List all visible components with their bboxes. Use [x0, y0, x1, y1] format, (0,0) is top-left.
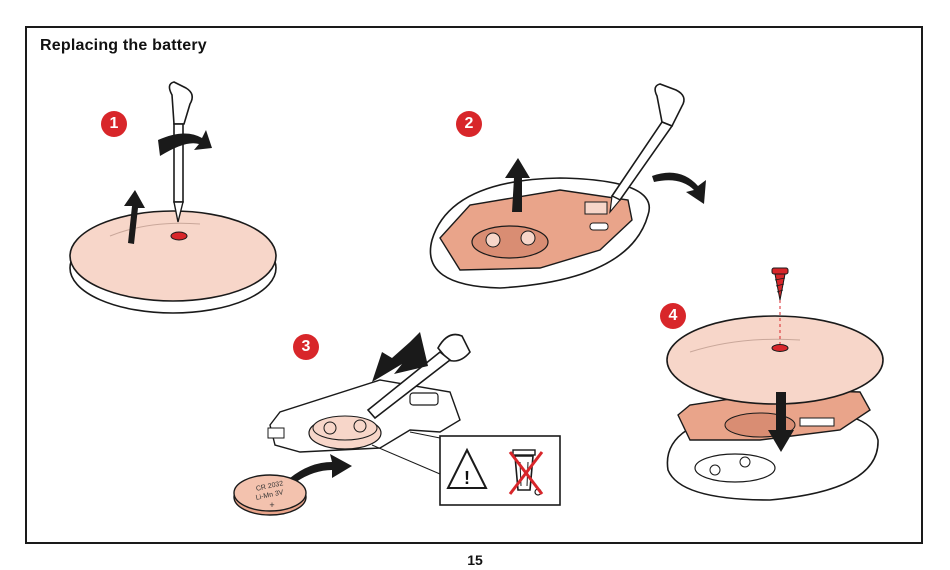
rotate-arrow-icon	[652, 173, 706, 204]
rotate-arrow-icon	[158, 130, 212, 156]
step-3-badge: 3	[293, 334, 319, 360]
insert-arrow-icon	[290, 454, 352, 482]
step-1-badge: 1	[101, 111, 127, 137]
screw-icon	[772, 268, 788, 300]
screwdriver	[169, 82, 192, 222]
step-2-badge: 2	[456, 111, 482, 137]
step-3-illustration: CR 2032 Li-Mn 3V + !	[234, 332, 560, 515]
battery-polarity: +	[269, 500, 274, 510]
battery-holder	[472, 226, 548, 258]
coin-battery: CR 2032 Li-Mn 3V +	[234, 475, 306, 515]
step-4-badge: 4	[660, 303, 686, 329]
step-4-illustration	[667, 268, 883, 500]
screw-hole	[772, 345, 788, 352]
warning-symbol: !	[464, 468, 470, 488]
detector-cover	[70, 211, 276, 301]
screwdriver	[610, 84, 684, 212]
screw-hole	[171, 232, 187, 240]
page-number: 15	[0, 552, 950, 568]
step-1-illustration	[70, 82, 276, 313]
detector-cover	[667, 316, 883, 404]
disposal-warning-box: !	[372, 432, 560, 505]
